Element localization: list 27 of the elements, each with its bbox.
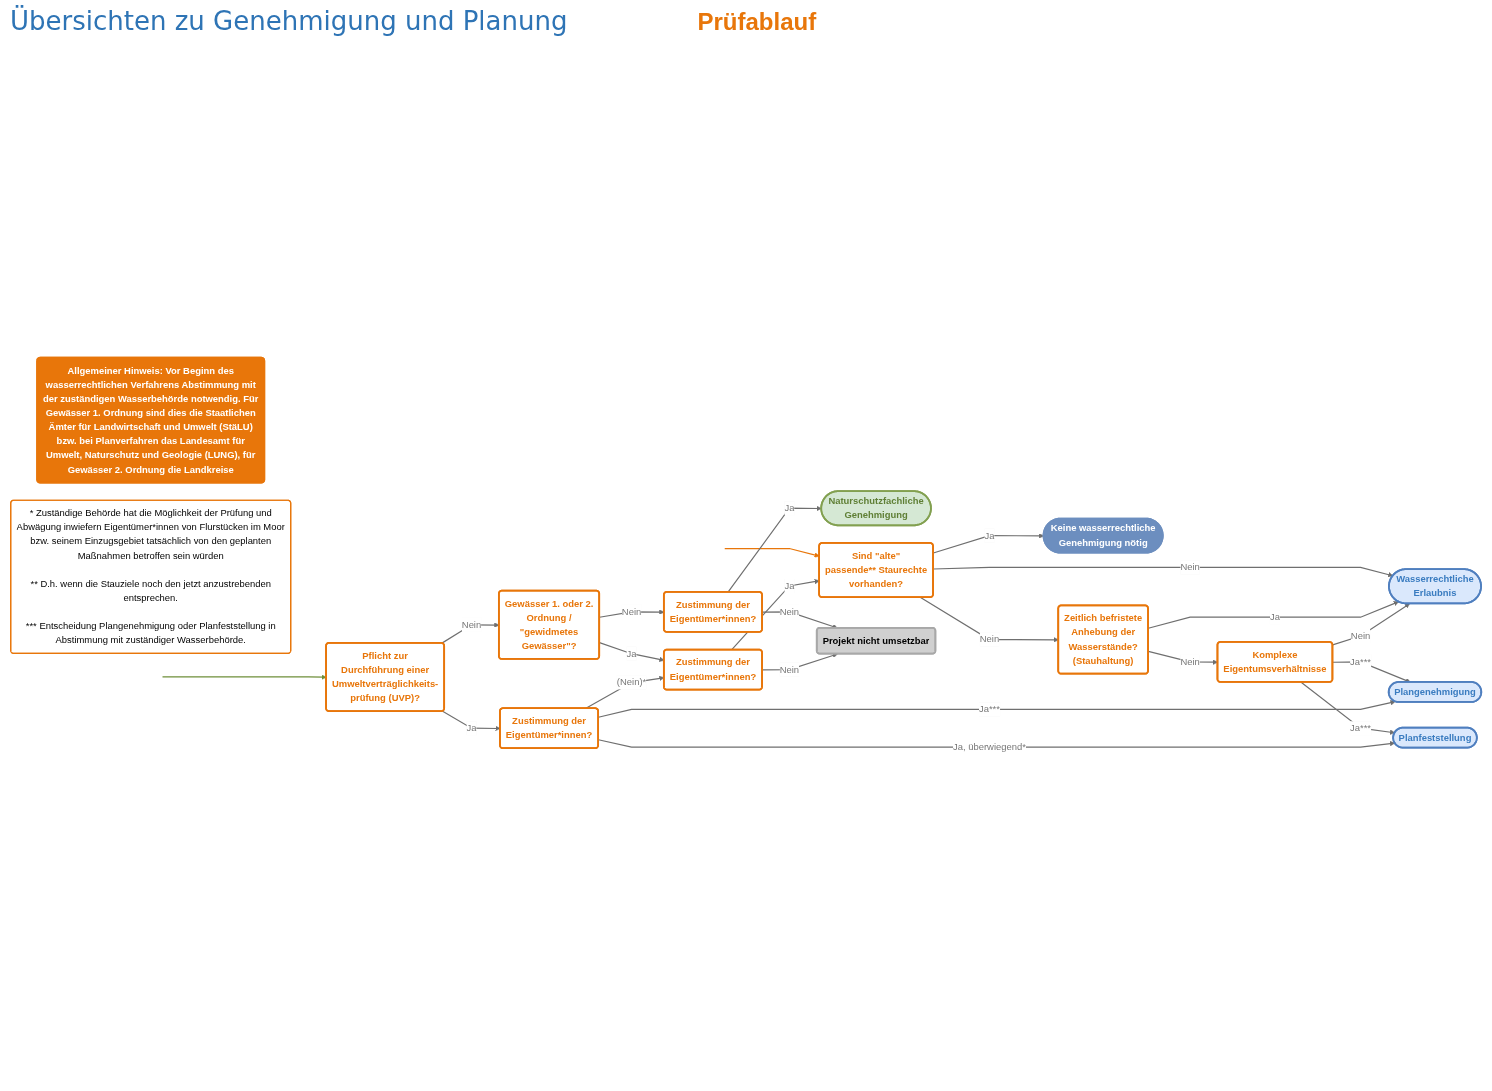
arrow bbox=[1332, 603, 1410, 646]
edge-label: Ja bbox=[784, 502, 795, 513]
edge-label: (Nein)* bbox=[616, 677, 647, 688]
arrow bbox=[727, 505, 822, 593]
edge-label: Ja*** bbox=[978, 704, 1000, 715]
edge-label: Nein bbox=[779, 606, 800, 617]
edge-label: Ja*** bbox=[1350, 722, 1372, 733]
arrow bbox=[161, 674, 327, 680]
arrow bbox=[724, 548, 820, 558]
edge-label: Nein bbox=[779, 664, 800, 675]
edge-label: Nein bbox=[1180, 656, 1200, 667]
diagram-title: Übersichten zu Genehmigung und Planung bbox=[10, 6, 568, 36]
edge-label: Nein bbox=[1350, 630, 1371, 641]
edge-label: Ja*** bbox=[1350, 656, 1372, 667]
edge-label: Nein bbox=[979, 634, 1000, 645]
edge-label: Ja bbox=[466, 722, 477, 733]
arrow bbox=[920, 596, 1059, 643]
edge-label: Ja, überwiegend* bbox=[953, 741, 1026, 752]
edge-label: Nein bbox=[621, 606, 642, 617]
heading-label: Prüfablauf bbox=[697, 8, 817, 36]
edge-label: Ja bbox=[984, 530, 995, 541]
arrow bbox=[1300, 681, 1396, 735]
edge-label: Nein bbox=[1180, 562, 1200, 573]
edge-label: Ja bbox=[1269, 611, 1280, 622]
edge-label: Ja bbox=[784, 580, 795, 591]
edge-label: Nein bbox=[461, 619, 482, 630]
edge-label: Ja bbox=[626, 648, 637, 659]
